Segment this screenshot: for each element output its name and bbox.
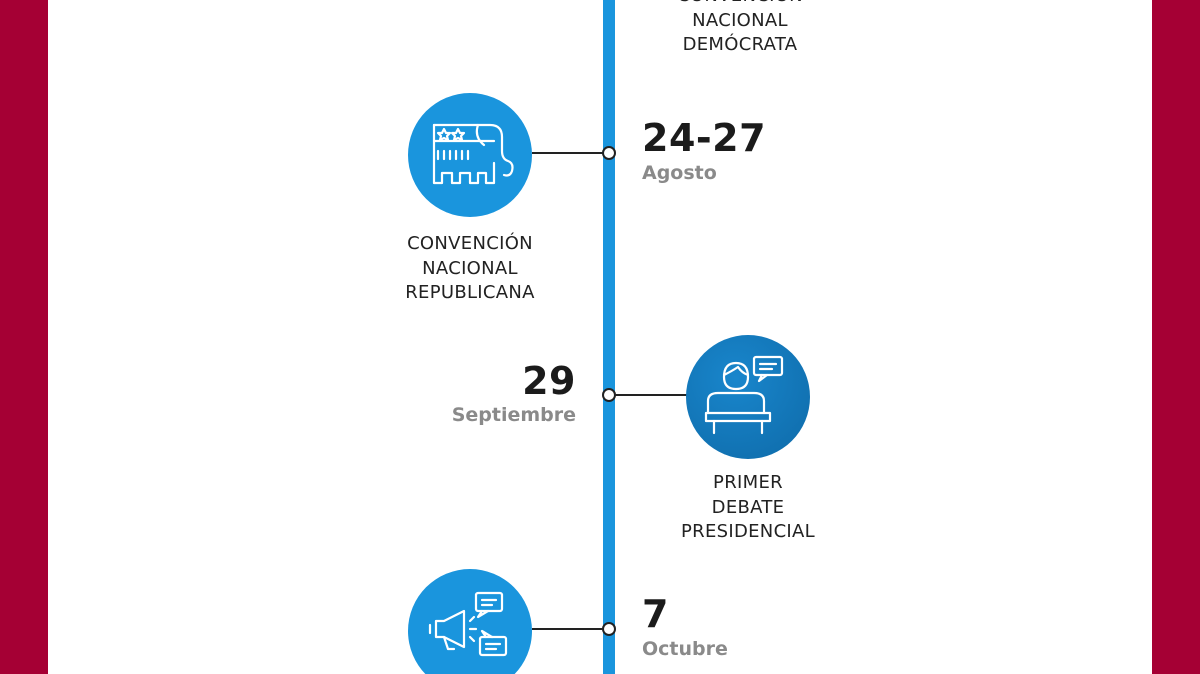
label-line: PRESIDENCIAL xyxy=(681,521,815,542)
elephant-icon xyxy=(432,123,514,185)
label-line: CONVENCIÓN xyxy=(660,0,820,9)
date-debate: 29 xyxy=(522,359,576,403)
date-republican: 24-27 xyxy=(642,116,767,160)
label-line: NACIONAL xyxy=(422,257,518,279)
label-line: DEMÓCRATA xyxy=(682,34,798,55)
debate-icon-circle xyxy=(686,335,810,459)
event-label-republican: CONVENCIÓN NACIONAL REPUBLICANA xyxy=(390,232,550,306)
event-label-debate: PRIMER DEBATE PRESIDENCIAL xyxy=(668,471,828,545)
month-debate: Septiembre xyxy=(451,404,576,426)
node-october xyxy=(602,622,616,636)
date-october: 7 xyxy=(642,592,669,636)
vp-debate-icon-circle xyxy=(408,569,532,674)
label-line: CONVENCIÓN xyxy=(407,233,533,254)
month-republican: Agosto xyxy=(642,162,717,184)
republican-icon-circle xyxy=(408,93,532,217)
node-republican xyxy=(602,146,616,160)
event-label-democratic: CONVENCIÓN NACIONAL DEMÓCRATA xyxy=(660,0,820,58)
label-line: DEBATE xyxy=(711,496,785,518)
label-line: NACIONAL xyxy=(692,9,788,31)
debate-podium-icon xyxy=(704,355,784,435)
timeline-panel: CONVENCIÓN NACIONAL DEMÓCRATA 24-27 Agos… xyxy=(48,0,1152,674)
label-line: PRIMER xyxy=(713,472,783,493)
connector-republican xyxy=(532,152,604,154)
month-october: Octubre xyxy=(642,638,728,660)
timeline-axis xyxy=(603,0,615,674)
connector-debate xyxy=(615,394,687,396)
label-line: REPUBLICANA xyxy=(405,282,535,303)
megaphone-chat-icon xyxy=(428,591,508,657)
node-debate xyxy=(602,388,616,402)
connector-october xyxy=(532,628,604,630)
